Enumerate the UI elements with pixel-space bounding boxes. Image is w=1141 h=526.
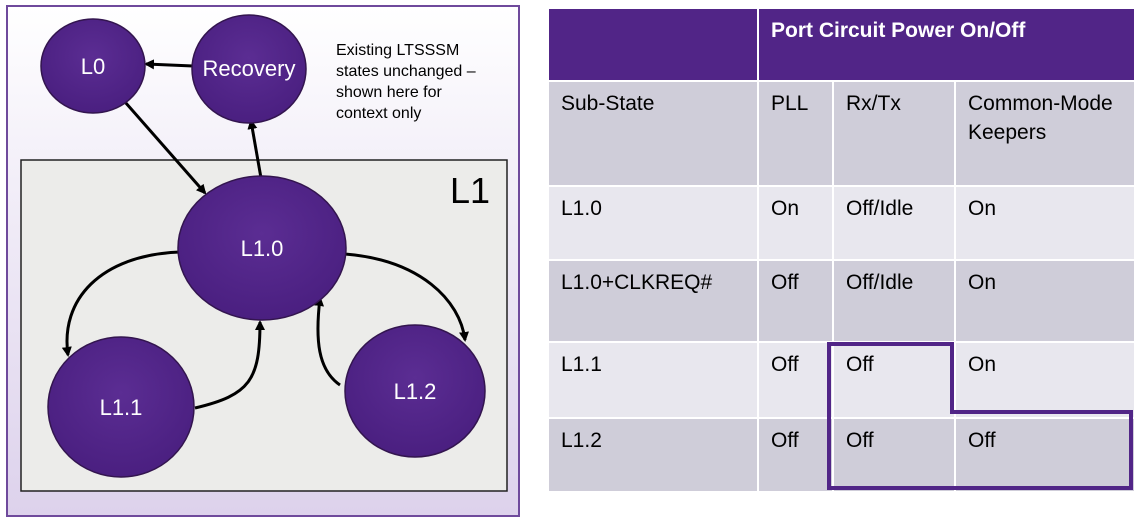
header-title: Port Circuit Power On/Off bbox=[757, 7, 1136, 82]
svg-text:L1.0: L1.0 bbox=[241, 236, 284, 261]
header-blank-cell bbox=[547, 7, 759, 82]
state-l0: L0 bbox=[40, 18, 146, 114]
arrow-l1-0-to-l1-2 bbox=[344, 252, 469, 342]
table-row: L1.0+CLKREQ# Off Off/Idle On bbox=[547, 259, 1136, 343]
table-row: L1.0 On Off/Idle On bbox=[547, 185, 1136, 261]
arrow-l1-1-to-l1-0 bbox=[194, 320, 265, 410]
context-note: Existing LTSSSM states unchanged – shown… bbox=[336, 42, 480, 122]
power-state-table: Port Circuit Power On/Off Sub-State PLL … bbox=[547, 7, 1136, 493]
cell-pll: Off bbox=[757, 417, 834, 493]
cell-substate: L1.0+CLKREQ# bbox=[547, 259, 759, 343]
svg-text:Recovery: Recovery bbox=[203, 56, 296, 81]
col-header-rxtx: Rx/Tx bbox=[832, 80, 956, 187]
cell-rxtx: Off/Idle bbox=[832, 185, 956, 261]
l1-container-label: L1 bbox=[450, 170, 490, 211]
cell-rxtx: Off bbox=[832, 341, 956, 419]
cell-substate: L1.1 bbox=[547, 341, 759, 419]
arrow-recovery-to-l0 bbox=[144, 59, 194, 70]
state-recovery: Recovery bbox=[191, 14, 307, 124]
cell-substate: L1.2 bbox=[547, 417, 759, 493]
cell-rxtx: Off bbox=[832, 417, 956, 493]
cell-keepers: On bbox=[954, 185, 1136, 261]
cell-pll: Off bbox=[757, 341, 834, 419]
cell-pll: On bbox=[757, 185, 834, 261]
table-header-row: Port Circuit Power On/Off bbox=[547, 7, 1136, 82]
table-row: L1.1 Off Off On bbox=[547, 341, 1136, 419]
table-row: L1.2 Off Off Off bbox=[547, 417, 1136, 493]
cell-keepers: On bbox=[954, 341, 1136, 419]
state-l1-1: L1.1 bbox=[47, 336, 195, 478]
svg-text:L1.2: L1.2 bbox=[394, 379, 437, 404]
svg-text:L1.1: L1.1 bbox=[100, 395, 143, 420]
cell-substate: L1.0 bbox=[547, 185, 759, 261]
state-l1-0: L1.0 bbox=[177, 175, 347, 321]
arrow-l1-2-to-l1-0 bbox=[314, 296, 341, 387]
arrow-l0-to-l1-0 bbox=[123, 101, 207, 195]
svg-text:L0: L0 bbox=[81, 54, 105, 79]
cell-pll: Off bbox=[757, 259, 834, 343]
cell-keepers: On bbox=[954, 259, 1136, 343]
state-diagram: L1 Existing LTSSSM states unchanged – sh… bbox=[20, 14, 508, 492]
cell-rxtx: Off/Idle bbox=[832, 259, 956, 343]
cell-keepers: Off bbox=[954, 417, 1136, 493]
col-header-keepers: Common-Mode Keepers bbox=[954, 80, 1136, 187]
column-header-row: Sub-State PLL Rx/Tx Common-Mode Keepers bbox=[547, 80, 1136, 187]
arrow-l1-0-to-l1-1 bbox=[61, 250, 181, 357]
col-header-substate: Sub-State bbox=[547, 80, 759, 187]
col-header-pll: PLL bbox=[757, 80, 834, 187]
arrow-l1-0-to-recovery bbox=[247, 119, 263, 179]
state-l1-2: L1.2 bbox=[344, 324, 486, 458]
